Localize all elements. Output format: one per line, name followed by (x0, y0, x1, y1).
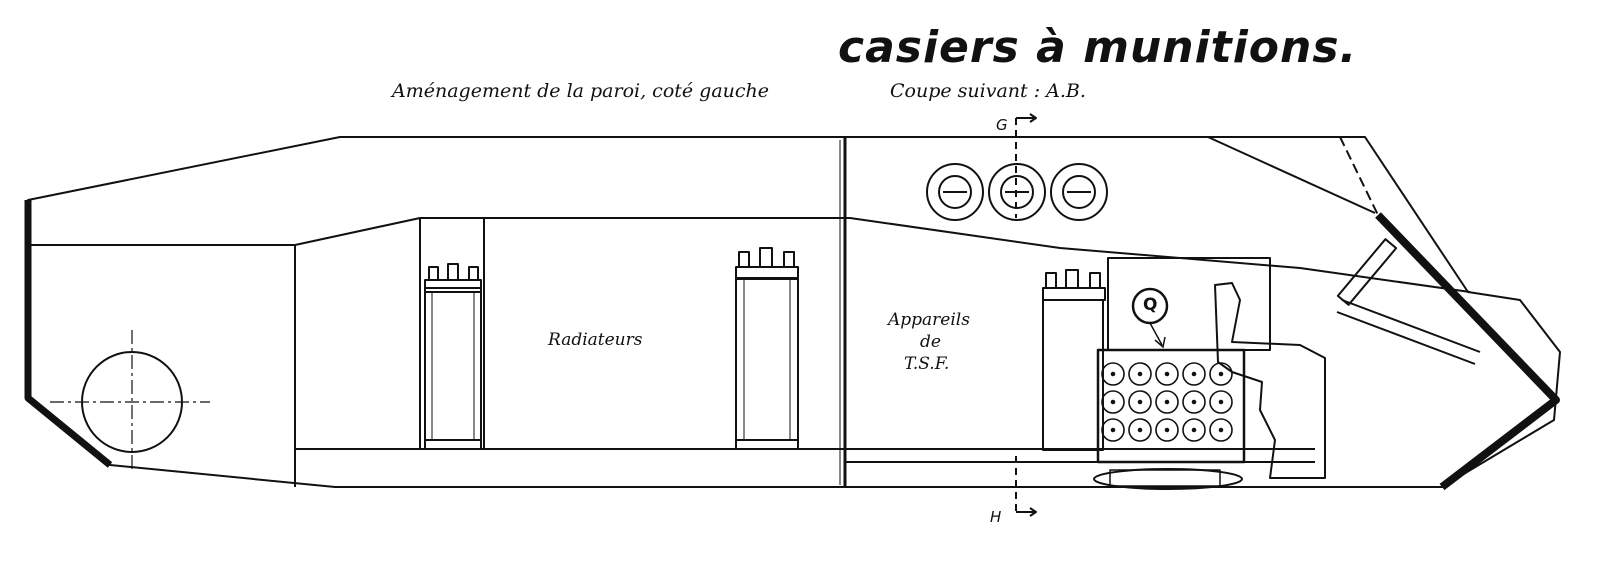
round-container-group (926, 163, 1108, 221)
shell (1128, 418, 1152, 442)
shell-center (1164, 399, 1170, 405)
round-container-2 (988, 163, 1046, 221)
driver-seat (1214, 282, 1326, 479)
wheel-crosshair (50, 330, 210, 470)
shell-center (1110, 371, 1116, 377)
front-slope-line-2 (1207, 136, 1376, 214)
shell (1128, 362, 1152, 386)
tsf-label-line3: T.S.F. (904, 354, 950, 374)
shell (1155, 390, 1179, 414)
section-mark-g: G (996, 116, 1008, 134)
armor-edge-left (24, 200, 113, 468)
radiator-1 (424, 287, 482, 441)
tsf-apparatus (1042, 299, 1104, 451)
shell (1155, 418, 1179, 442)
shell (1209, 362, 1233, 386)
round-container-1 (926, 163, 984, 221)
armor-edge-front (1375, 212, 1560, 491)
ammunition-shells (1101, 362, 1233, 442)
shell (1101, 418, 1125, 442)
shell (1182, 362, 1206, 386)
radiators-label: Radiateurs (548, 330, 643, 350)
shell (1209, 390, 1233, 414)
shell (1128, 390, 1152, 414)
round-container-3 (1050, 163, 1108, 221)
tsf-label-line1: Appareils (888, 310, 970, 330)
section-mark-h: H (990, 508, 1002, 526)
shell (1182, 418, 1206, 442)
ammunition-rack (1096, 348, 1246, 464)
shell-center (1164, 427, 1170, 433)
shell-center (1137, 399, 1143, 405)
shell (1101, 390, 1125, 414)
shell-center (1191, 427, 1197, 433)
shell-center (1191, 371, 1197, 377)
circle-marker-letter: Q (1143, 295, 1158, 315)
tsf-label-line2: de (920, 332, 941, 352)
radiator-2 (735, 277, 799, 441)
shell (1101, 362, 1125, 386)
shell-center (1191, 399, 1197, 405)
track-roller (1093, 468, 1243, 490)
shell-center (1164, 371, 1170, 377)
shell (1155, 362, 1179, 386)
shell-center (1110, 427, 1116, 433)
drawing-subtitle-right: Coupe suivant : A.B. (890, 80, 1086, 102)
steering-lever (1336, 299, 1481, 365)
shell-center (1137, 371, 1143, 377)
drawing-subtitle-left: Aménagement de la paroi, coté gauche (392, 80, 770, 102)
hull-outline (27, 136, 1561, 488)
shell (1182, 390, 1206, 414)
shell-center (1137, 427, 1143, 433)
marker-q (1131, 287, 1169, 349)
shell-center (1218, 427, 1224, 433)
steering-handle (1336, 238, 1398, 306)
shell-center (1218, 371, 1224, 377)
shell-center (1110, 399, 1116, 405)
shell (1209, 418, 1233, 442)
drawing-title: casiers à munitions. (838, 22, 1358, 73)
shell-center (1218, 399, 1224, 405)
